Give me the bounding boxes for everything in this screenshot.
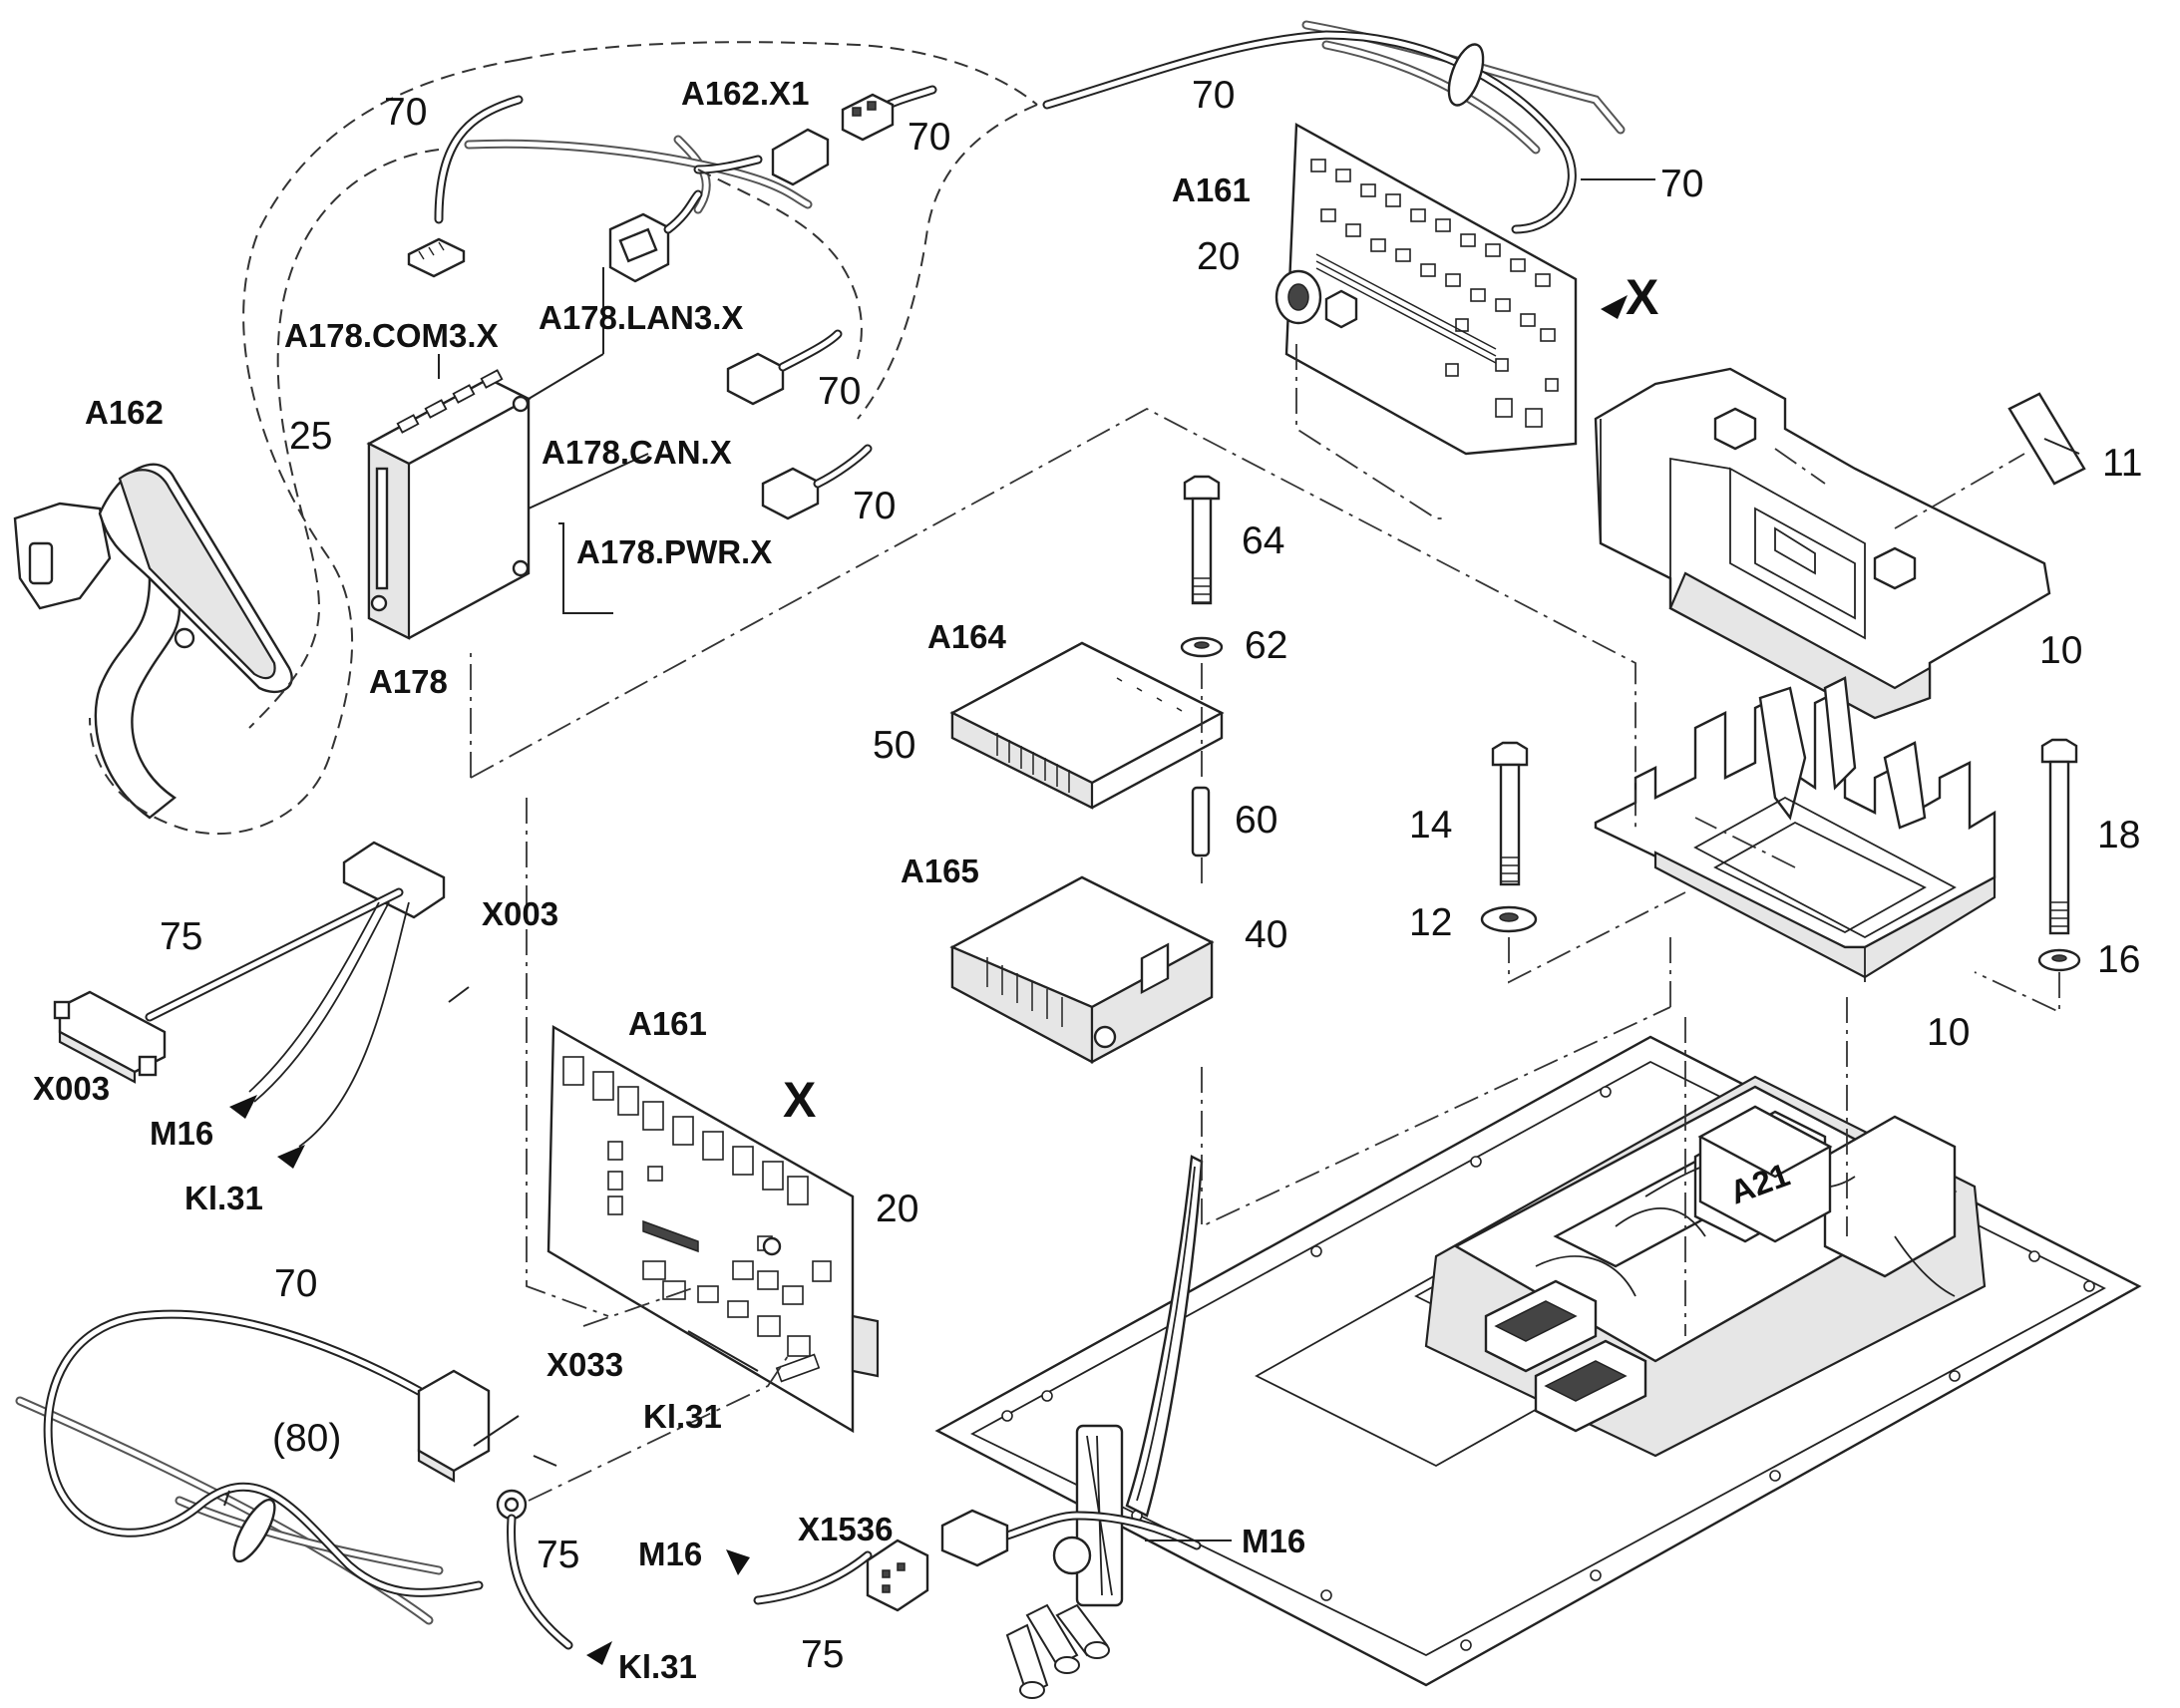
label-70-top-left: 70	[384, 91, 427, 134]
pcb-a161-bottom	[546, 1024, 880, 1434]
label-75-bottom: 75	[801, 1633, 844, 1676]
module-a21: A21	[1697, 1105, 1833, 1243]
harness-70-top	[434, 20, 1626, 234]
label-25: 25	[289, 415, 332, 458]
arrow-m16-left	[229, 1095, 257, 1119]
label-x033: X033	[546, 1346, 623, 1383]
arrow-markers	[229, 295, 1628, 1665]
label-a178-lan3-x: A178.LAN3.X	[539, 299, 743, 336]
harness-x003	[53, 841, 446, 1148]
label-a161-bottom: A161	[628, 1005, 707, 1042]
routing-lines	[89, 41, 2060, 1502]
harness-70-bottom	[43, 1309, 491, 1597]
arrow-kl31-bottom	[586, 1641, 612, 1665]
label-80: (80)	[272, 1417, 341, 1460]
label-70-a162x1: 70	[908, 116, 950, 159]
label-75-left: 75	[160, 915, 202, 958]
module-a165	[949, 875, 1215, 1064]
connector-a162-x1	[693, 85, 937, 186]
label-x1536: X1536	[798, 1511, 893, 1547]
bracket-10-top	[1594, 367, 2051, 720]
module-a178	[366, 369, 532, 640]
connector-a178-pwr	[761, 444, 873, 520]
label-60: 60	[1235, 799, 1277, 842]
label-m16-bottom: M16	[638, 1536, 702, 1572]
label-12: 12	[1409, 901, 1452, 944]
label-a164: A164	[927, 618, 1007, 655]
label-10-bottom: 10	[1927, 1011, 1970, 1054]
arrow-kl31-left	[277, 1145, 305, 1169]
label-a165: A165	[901, 853, 979, 889]
module-a164	[949, 641, 1225, 810]
label-x-top: X	[1626, 269, 1658, 325]
washer-12	[1480, 905, 1538, 933]
label-70-bottom: 70	[274, 1262, 317, 1305]
label-10-top: 10	[2039, 629, 2082, 672]
label-62: 62	[1245, 624, 1287, 667]
bolt-64	[1183, 475, 1221, 605]
label-a178-com3-x: A178.COM3.X	[284, 317, 499, 354]
label-a161-top: A161	[1172, 171, 1251, 208]
label-a178: A178	[369, 663, 448, 700]
label-70-can: 70	[853, 485, 896, 527]
bracket-10-bottom	[1594, 676, 1997, 982]
label-kl31-left: Kl.31	[184, 1180, 263, 1216]
connector-a178-com3	[407, 237, 466, 278]
label-40: 40	[1245, 913, 1287, 956]
label-x003-right: X003	[482, 895, 558, 932]
label-64: 64	[1242, 519, 1284, 562]
harness-80	[15, 1396, 444, 1625]
label-x003-left: X003	[33, 1070, 110, 1107]
connector-a178-lan3	[608, 189, 703, 283]
label-18: 18	[2097, 814, 2140, 856]
label-x-bottom: X	[783, 1072, 816, 1128]
label-20-top: 20	[1197, 235, 1240, 278]
label-70-lan3: 70	[818, 370, 861, 413]
label-kl31-bottom: Kl.31	[618, 1648, 697, 1685]
label-kl31-mid: Kl.31	[643, 1398, 722, 1435]
label-m16-left: M16	[150, 1115, 213, 1152]
bolt-14	[1491, 741, 1529, 886]
label-75-ring: 75	[537, 1534, 579, 1576]
label-a178-can-x: A178.CAN.X	[542, 434, 732, 471]
label-a162-x1: A162.X1	[681, 75, 809, 112]
label-20-bottom: 20	[876, 1188, 918, 1230]
arrow-m16-bottom	[726, 1549, 750, 1575]
label-14: 14	[1409, 804, 1452, 847]
pcb-a161-top	[1274, 123, 1578, 456]
spacer-60	[1191, 786, 1211, 857]
label-a162: A162	[85, 394, 164, 431]
display-a162	[13, 463, 293, 820]
wiper-motor-m16	[940, 1155, 1204, 1699]
label-50: 50	[873, 724, 915, 767]
label-70-top-center: 70	[1192, 74, 1235, 117]
ring-terminal-icon	[496, 1489, 573, 1650]
leader-lines	[223, 178, 2080, 1541]
label-m16-right: M16	[1242, 1523, 1305, 1559]
washer-16	[2037, 948, 2081, 972]
bolt-18	[2040, 738, 2078, 935]
arrow-x-top	[1601, 295, 1628, 319]
connector-x1536	[753, 1538, 929, 1612]
connector-a178-can	[726, 329, 843, 406]
label-16: 16	[2097, 938, 2140, 981]
label-11: 11	[2102, 442, 2143, 485]
text-labels: 70 A162.X1 70 70 70 A161 20 X A178.COM3.…	[33, 74, 2143, 1685]
label-a178-pwr-x: A178.PWR.X	[576, 533, 772, 570]
washer-62	[1180, 636, 1224, 658]
label-70-top-right: 70	[1660, 163, 1703, 205]
